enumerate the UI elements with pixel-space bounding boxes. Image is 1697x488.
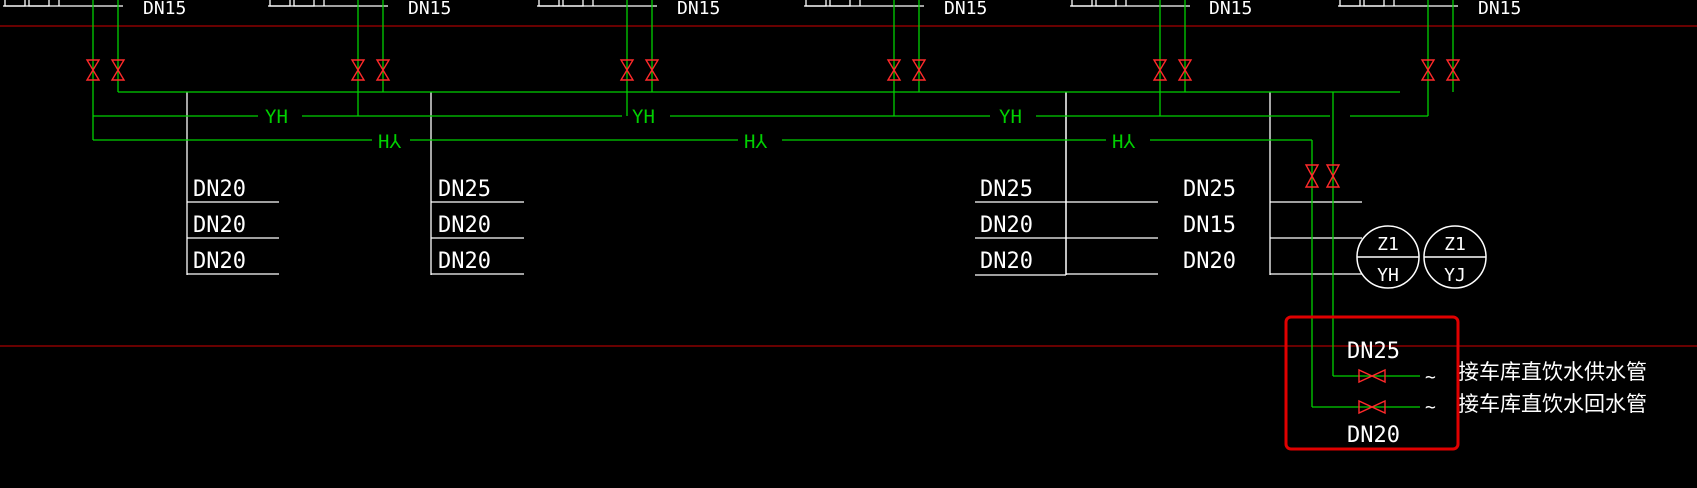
valve-icon	[1420, 59, 1436, 81]
supply-pipe-tag: YH	[632, 106, 655, 128]
supply-connection-size: DN25	[1347, 339, 1400, 364]
branch-size-label: DN25	[980, 177, 1033, 202]
fixture-box	[28, 0, 50, 7]
return-connection-size: DN20	[1347, 423, 1400, 448]
valve-icon	[350, 59, 366, 81]
branch-size-label: DN20	[980, 249, 1033, 274]
branch-size-stack: DN20 DN20 DN20	[193, 177, 246, 274]
fixture-box	[1339, 0, 1361, 7]
valve-icon	[911, 59, 927, 81]
symbol-bottom-label: YJ	[1444, 265, 1466, 286]
fixture-box	[829, 0, 851, 7]
branch-size-stack: DN25 DN20 DN20	[980, 177, 1033, 274]
branch-size-label: DN20	[193, 249, 246, 274]
top-size-label: DN15	[143, 0, 186, 19]
branch-size-label: DN25	[1183, 177, 1236, 202]
valve-icon	[1304, 164, 1320, 188]
symbol-bottom-label: YH	[1377, 265, 1399, 286]
supply-connection-note: 接车库直饮水供水管	[1458, 360, 1647, 384]
valve-icon	[886, 59, 902, 81]
fixture-group	[3, 0, 1458, 276]
fixture-box	[538, 0, 560, 7]
valve-icon	[110, 59, 126, 81]
branch-size-stack: DN25 DN20 DN20	[438, 177, 491, 274]
top-size-label: DN15	[1209, 0, 1252, 19]
valve-icon	[1177, 59, 1193, 81]
branch-size-label: DN20	[438, 249, 491, 274]
pipe-symbol: Z1 YJ	[1423, 225, 1487, 289]
fixture-box	[1071, 0, 1093, 7]
branch-size-label: DN20	[980, 213, 1033, 238]
valve-icon	[1152, 59, 1168, 81]
valve-icon	[1445, 59, 1461, 81]
branch-size-label: DN25	[438, 177, 491, 202]
branch-size-stack: DN25 DN15 DN20	[1183, 177, 1236, 274]
symbol-top-label: Z1	[1444, 234, 1466, 255]
valve-icon	[85, 59, 101, 81]
return-connection-note: 接车库直饮水回水管	[1458, 392, 1647, 416]
fixture-box	[293, 0, 315, 7]
fixture-box	[562, 0, 584, 7]
valve-icon	[644, 59, 660, 81]
supply-pipe-tag: YH	[999, 106, 1022, 128]
branch-size-label: DN20	[438, 213, 491, 238]
riser-pipes	[92, 0, 1454, 408]
return-pipe-tag: H⅄	[744, 131, 767, 153]
top-size-label: DN15	[408, 0, 451, 19]
highlight-box	[1284, 315, 1460, 451]
top-size-label: DN15	[677, 0, 720, 19]
valve-icon	[1325, 164, 1341, 188]
branch-size-label: DN15	[1183, 213, 1236, 238]
supply-pipe-tag: YH	[265, 106, 288, 128]
branch-size-label: DN20	[193, 213, 246, 238]
branch-size-label: DN20	[1183, 249, 1236, 274]
top-size-label: DN15	[944, 0, 987, 19]
supply-break-marker: ~	[1425, 367, 1436, 388]
valve-group	[85, 59, 1461, 415]
fixture-box	[4, 0, 26, 7]
return-pipe-tag: H⅄	[1112, 131, 1135, 153]
valve-icon	[619, 59, 635, 81]
main-pipes	[92, 91, 1428, 141]
valve-icon	[375, 59, 391, 81]
valve-icon	[1358, 368, 1386, 384]
branch-size-label: DN20	[193, 177, 246, 202]
fixture-box	[1095, 0, 1117, 7]
return-break-marker: ~	[1425, 397, 1436, 418]
fixture-box	[1363, 0, 1385, 7]
fixture-box	[805, 0, 827, 7]
valve-icon	[1358, 399, 1386, 415]
return-pipe-tag: H⅄	[378, 131, 401, 153]
fixture-box	[269, 0, 291, 7]
top-size-label: DN15	[1478, 0, 1521, 19]
symbol-top-label: Z1	[1377, 234, 1399, 255]
pipe-symbol: Z1 YH	[1356, 225, 1420, 289]
